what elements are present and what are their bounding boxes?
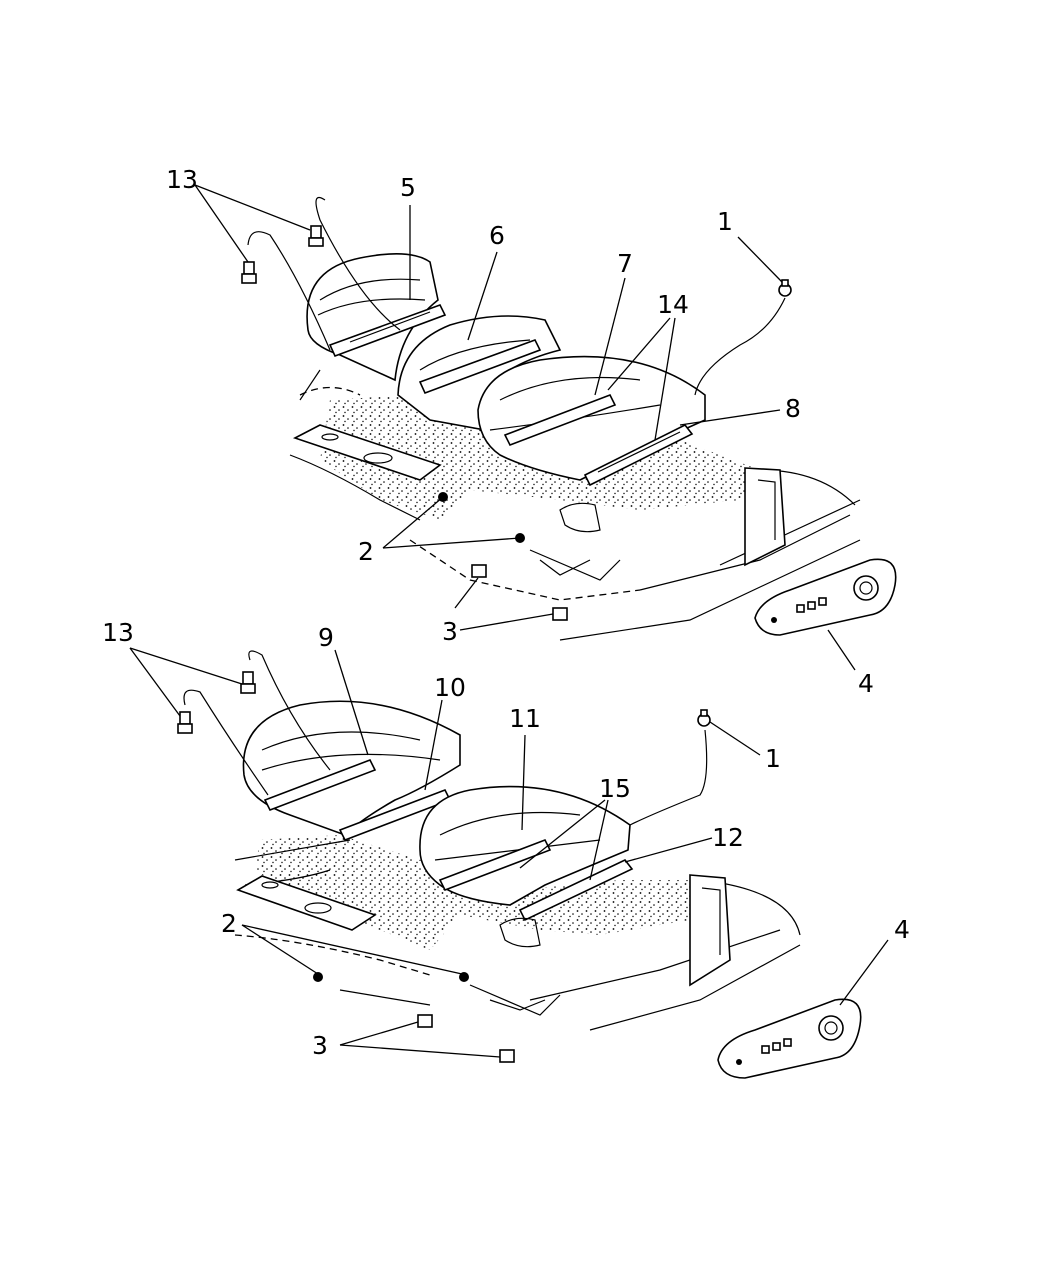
clip-3-b [552, 607, 568, 621]
nut-1-b [697, 709, 711, 727]
screw-2-c [313, 972, 323, 982]
callout-12: 12 [712, 823, 744, 852]
callout-2: 2 [358, 537, 374, 566]
callout-3: 3 [442, 617, 458, 646]
upper-seat-assembly [194, 184, 897, 671]
callout-3-lower: 3 [312, 1031, 328, 1060]
callout-1-lower: 1 [765, 744, 781, 773]
callout-4: 4 [858, 669, 874, 698]
lower-seat-assembly [129, 647, 889, 1079]
callout-7: 7 [617, 249, 633, 278]
bolt-13-c [240, 671, 256, 694]
callout-6: 6 [489, 221, 505, 250]
callout-13-lower: 13 [102, 618, 134, 647]
callout-9: 9 [318, 623, 334, 652]
bolt-13-b [241, 261, 257, 284]
callout-2-lower: 2 [221, 909, 237, 938]
bolt-13-d [177, 711, 193, 734]
callout-13: 13 [166, 165, 198, 194]
clip-3-c [417, 1014, 433, 1028]
bolt-13-a [308, 225, 324, 247]
switch-bezel-4-b [717, 998, 862, 1079]
switch-bezel-4-a [754, 558, 897, 636]
callout-10: 10 [434, 673, 466, 702]
callout-1: 1 [717, 207, 733, 236]
callout-labels: 13 5 6 7 14 1 8 2 3 3 4 13 9 10 11 1 15 … [102, 165, 910, 1060]
callout-15: 15 [599, 774, 631, 803]
clip-3-a [471, 564, 487, 578]
callout-8: 8 [785, 394, 801, 423]
clip-3-d [499, 1049, 515, 1063]
callout-4-lower: 4 [894, 915, 910, 944]
callout-5: 5 [400, 173, 416, 202]
callout-14: 14 [657, 290, 689, 319]
callout-11: 11 [509, 704, 541, 733]
nut-1-a [778, 279, 792, 297]
